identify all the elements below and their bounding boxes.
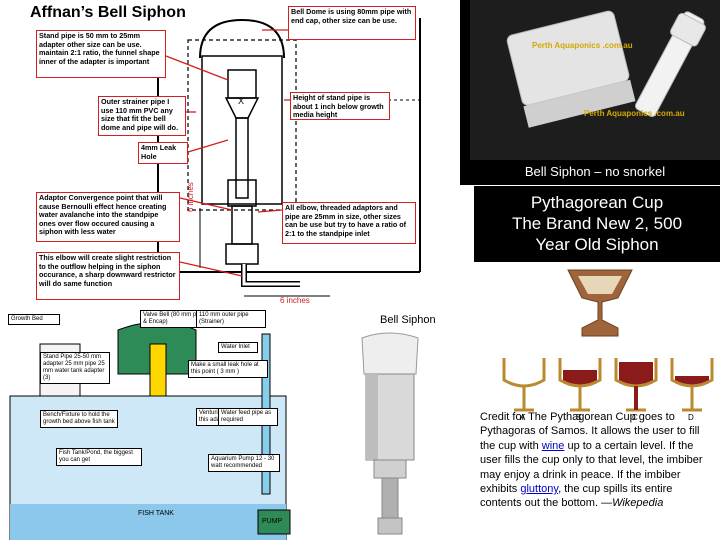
- note-bell-dome: Bell Dome is using 80mm pipe with end ca…: [288, 6, 416, 40]
- label-aquarium-pump: Aquarium Pump 12 - 30 watt recommended: [208, 454, 280, 472]
- label-growth-bed: Growth Bed: [8, 314, 60, 325]
- label-fish-tank: FISH TANK: [138, 510, 174, 517]
- dimension-vertical-label: 6 inches: [186, 182, 195, 212]
- pythagorean-line-1: Pythagorean Cup: [530, 193, 664, 212]
- watermark-2: Perth Aquaponics .com.au: [584, 109, 685, 118]
- label-small-leak: Make a small leak hole at this point ( 3…: [188, 360, 268, 378]
- label-bench: Bench/Fixture to hold the growth bed abo…: [40, 410, 118, 428]
- note-adaptor-convergence: Adaptor Convergence point that will caus…: [36, 192, 180, 242]
- cup-label-c: C: [632, 413, 638, 422]
- x-mark: X: [238, 96, 244, 106]
- pythagorean-line-3: Year Old Siphon: [535, 235, 659, 254]
- pythagorean-heading: Pythagorean Cup The Brand New 2, 500 Yea…: [474, 186, 720, 262]
- credit-part-3: , the cup spills its entire contents out…: [480, 483, 673, 510]
- pythagorean-cup-photo: [567, 269, 633, 337]
- pythagorean-line-2: The Brand New 2, 500: [511, 214, 683, 233]
- note-this-elbow: This elbow will create slight restrictio…: [36, 252, 180, 300]
- label-pump: PUMP: [262, 518, 283, 525]
- watermark-1: Perth Aquaponics .com.au: [532, 41, 633, 50]
- pythagorean-cup-diagrams: A B C D: [502, 358, 714, 422]
- note-all-elbow: All elbow, threaded adaptors and pipe ar…: [282, 202, 416, 244]
- wine-link[interactable]: wine: [541, 439, 565, 452]
- cup-label-b: B: [576, 413, 581, 422]
- credit-part-1: Credit for The Pythagorean Cup goes to P…: [480, 411, 700, 452]
- note-stand-pipe-height: Height of stand pipe is about 1 inch bel…: [290, 92, 390, 120]
- label-stand-pipe: Stand Pipe 25-50 mm adapter 25 mm pipe 2…: [40, 352, 110, 384]
- label-strainer: 110 mm outer pipe (Strainer): [196, 310, 266, 328]
- note-outer-strainer: Outer strainer pipe I use 110 mm PVC any…: [98, 96, 186, 136]
- credit-source: Wikepedia: [612, 497, 664, 510]
- label-fish-tank-pond: Fish Tank/Pond, the biggest you can get: [56, 448, 142, 466]
- bell-siphon-photo: Perth Aquaponics .com.au Perth Aquaponic…: [470, 0, 720, 160]
- label-water-inlet: Water Inlet: [218, 342, 258, 353]
- credit-part-2: up to a certain level. If the user fills…: [480, 439, 703, 496]
- cup-label-a: A: [520, 413, 526, 422]
- bell-siphon-render: [340, 328, 470, 540]
- page-title: Affnan’s Bell Siphon: [30, 4, 186, 21]
- bell-siphon-label: Bell Siphon: [380, 314, 436, 326]
- dimension-horizontal-label: 6 inches: [280, 296, 310, 305]
- note-leak-hole: 4mm Leak Hole: [138, 142, 188, 164]
- credit-text: Credit for The Pythagorean Cup goes to P…: [480, 410, 716, 511]
- cup-label-d: D: [688, 413, 694, 422]
- note-stand-pipe: Stand pipe is 50 mm to 25mm adapter othe…: [36, 30, 166, 78]
- gluttony-link[interactable]: gluttony: [520, 483, 559, 496]
- photo-caption: Bell Siphon – no snorkel: [524, 164, 666, 179]
- bell-siphon-diagram: X: [157, 18, 421, 297]
- label-water-feed: Water feed pipe as required: [218, 408, 278, 426]
